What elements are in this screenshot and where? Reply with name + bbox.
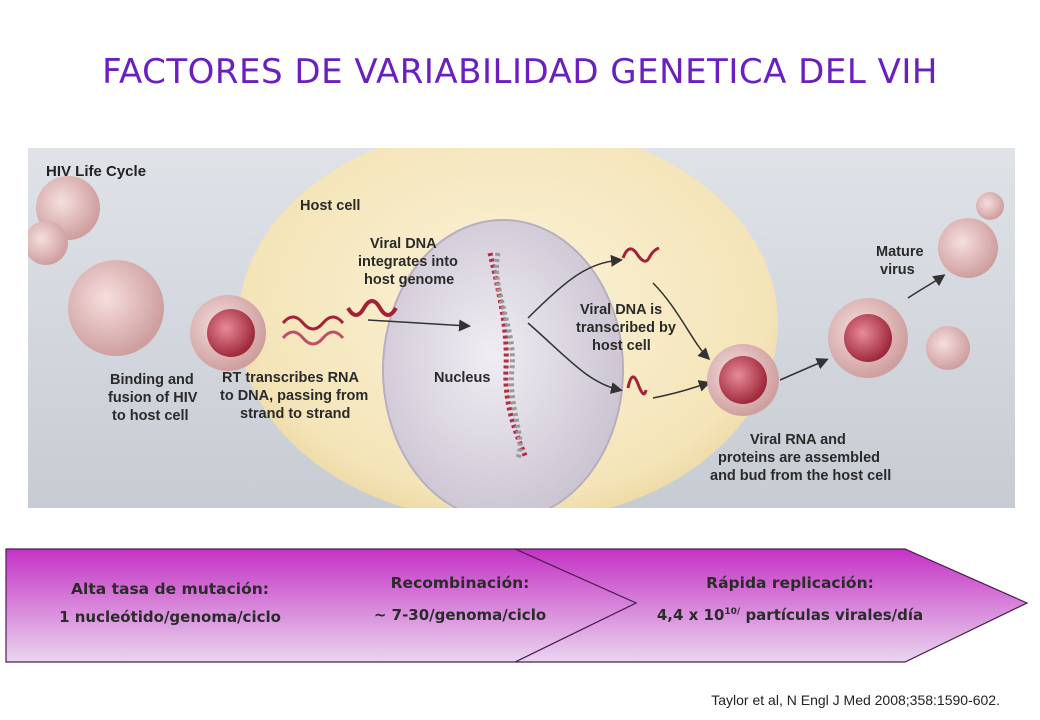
factor-recombination: Recombinación: ~ 7-30/genoma/ciclo (355, 574, 565, 624)
factor-replication-prefix: 4,4 x 10 (656, 606, 725, 624)
factor-mutation-value: 1 nucleótido/genoma/ciclo (59, 608, 281, 626)
label-transcribed-line1: Viral DNA is (580, 302, 662, 318)
label-binding-line2: fusion of HIV (108, 390, 198, 406)
factor-replication-value: 4,4 x 1010/ partículas virales/día (640, 606, 940, 624)
label-transcribed-line3: host cell (592, 338, 651, 354)
factor-replication-suffix: partículas virales/día (740, 606, 924, 624)
factor-replication: Rápida replicación: 4,4 x 1010/ partícul… (640, 574, 940, 624)
slide-title: FACTORES DE VARIABILIDAD GENETICA DEL VI… (102, 52, 938, 92)
label-viral-dna-line1: Viral DNA (370, 236, 437, 252)
label-rt-line2: to DNA, passing from (220, 388, 368, 404)
label-rt-line1: RT transcribes RNA (222, 370, 360, 386)
label-transcribed-line2: transcribed by (576, 320, 676, 336)
label-viral-dna-line2: integrates into (358, 254, 458, 270)
factor-replication-heading: Rápida replicación: (706, 574, 874, 592)
label-host-cell: Host cell (300, 198, 360, 214)
factor-mutation: Alta tasa de mutación: 1 nucleótido/geno… (20, 580, 320, 626)
label-viral-dna-line3: host genome (364, 272, 454, 288)
label-nucleus: Nucleus (434, 370, 490, 386)
factor-recombination-value: ~ 7-30/genoma/ciclo (373, 606, 547, 624)
label-assembled-line2: proteins are assembled (718, 450, 880, 466)
label-assembled-line3: and bud from the host cell (710, 468, 891, 484)
label-binding-line1: Binding and (110, 372, 194, 388)
hiv-life-cycle-illustration: HIV Life Cycle Host cell Viral DNA integ… (28, 148, 1015, 508)
label-mature-line2: virus (880, 262, 915, 278)
label-rt-line3: strand to strand (240, 406, 350, 422)
factor-replication-exponent: 10/ (724, 607, 741, 617)
hiv-life-cycle-figure: HIV Life Cycle Host cell Viral DNA integ… (28, 148, 1015, 508)
label-binding-line3: to host cell (112, 408, 189, 424)
factor-recombination-heading: Recombinación: (390, 574, 530, 592)
citation: Taylor et al, N Engl J Med 2008;358:1590… (711, 692, 1000, 708)
figure-heading: HIV Life Cycle (46, 163, 146, 180)
label-assembled-line1: Viral RNA and (750, 432, 846, 448)
label-mature-line1: Mature (876, 244, 924, 260)
factor-mutation-heading: Alta tasa de mutación: (71, 580, 269, 598)
